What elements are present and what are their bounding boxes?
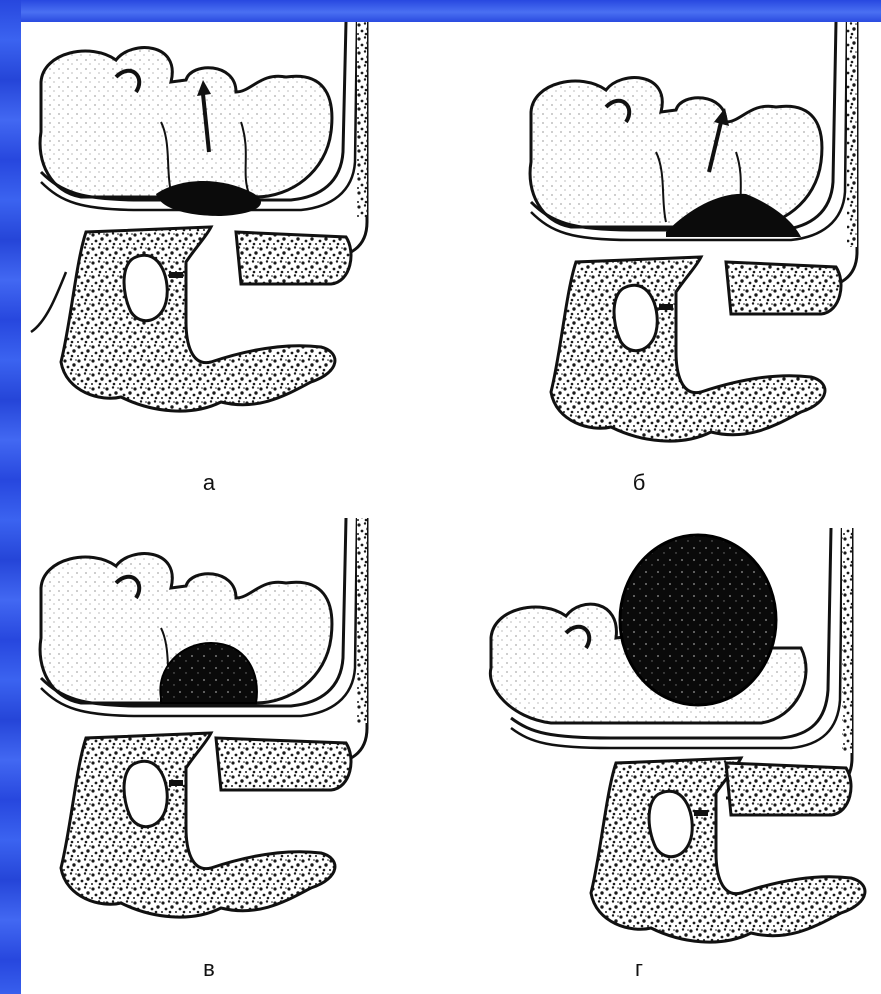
- sinus-cavity: [124, 255, 167, 320]
- panel-g: г: [451, 508, 881, 994]
- sinus-cavity: [614, 285, 657, 350]
- panel-b-label: б: [619, 470, 659, 496]
- sinus-cavity: [124, 761, 167, 826]
- panel-g-illustration: [451, 508, 881, 994]
- panel-a-label: а: [189, 470, 229, 496]
- panel-b-illustration: [451, 22, 881, 508]
- panel-b: б: [451, 22, 881, 508]
- left-frame-band: [0, 0, 21, 994]
- figure-sheet: а б: [21, 22, 881, 994]
- sinus-cavity: [649, 791, 692, 856]
- panel-a: а: [21, 22, 451, 508]
- brain-lobes: [530, 78, 822, 227]
- brain-lobes: [40, 48, 332, 197]
- panel-a-illustration: [21, 22, 451, 508]
- top-frame-band: [0, 0, 881, 22]
- panel-v: в: [21, 508, 451, 994]
- tumor: [620, 535, 776, 705]
- panel-v-label: в: [189, 956, 229, 982]
- panel-v-illustration: [21, 508, 451, 994]
- panel-g-label: г: [619, 956, 659, 982]
